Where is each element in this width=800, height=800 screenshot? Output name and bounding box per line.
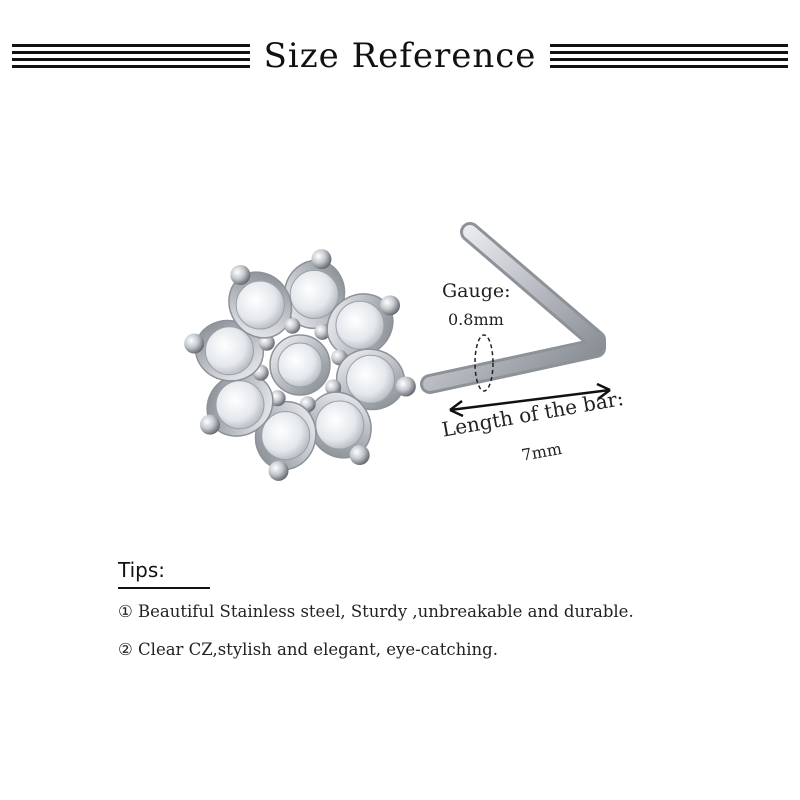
prong-bead	[314, 323, 331, 340]
cz-stone	[215, 380, 265, 430]
prong-bead	[230, 264, 251, 285]
prong-bead	[184, 333, 205, 354]
prong-bead	[268, 460, 289, 481]
tips-underline	[118, 587, 210, 589]
gauge-label: Gauge:	[442, 280, 511, 302]
header: Size Reference	[0, 28, 800, 88]
cz-stone	[261, 411, 311, 461]
prong-bead	[325, 379, 342, 396]
length-arrow	[449, 382, 611, 418]
prong-bead	[199, 414, 220, 435]
page-title: Size Reference	[0, 36, 800, 76]
prong-bead	[258, 334, 275, 351]
prong-bead	[349, 445, 370, 466]
gauge-indicator	[474, 334, 494, 392]
flower-head	[184, 249, 416, 481]
prong-bead	[284, 317, 301, 334]
prong-bead	[395, 376, 416, 397]
cz-stone	[204, 326, 254, 376]
cz-stone	[235, 280, 285, 330]
tip-item-2: ② Clear CZ,stylish and elegant, eye-catc…	[118, 640, 498, 659]
tip-item-1: ① Beautiful Stainless steel, Sturdy ,unb…	[118, 602, 634, 621]
center-cz-stone	[277, 342, 323, 388]
cz-stone	[335, 300, 385, 350]
page-title-text: Size Reference	[249, 36, 551, 76]
header-rule-right	[548, 44, 788, 72]
prong-bead	[269, 390, 286, 407]
cz-stone	[289, 269, 339, 319]
cz-stone	[346, 354, 396, 404]
prong-bead	[311, 249, 332, 270]
header-rule-left	[12, 44, 252, 72]
cz-stone	[315, 400, 365, 450]
gauge-value: 0.8mm	[448, 310, 504, 329]
nose-stud-illustration	[184, 222, 611, 481]
prong-bead	[380, 295, 401, 316]
tips-title: Tips:	[118, 558, 166, 582]
l-shaped-bar	[420, 222, 606, 394]
